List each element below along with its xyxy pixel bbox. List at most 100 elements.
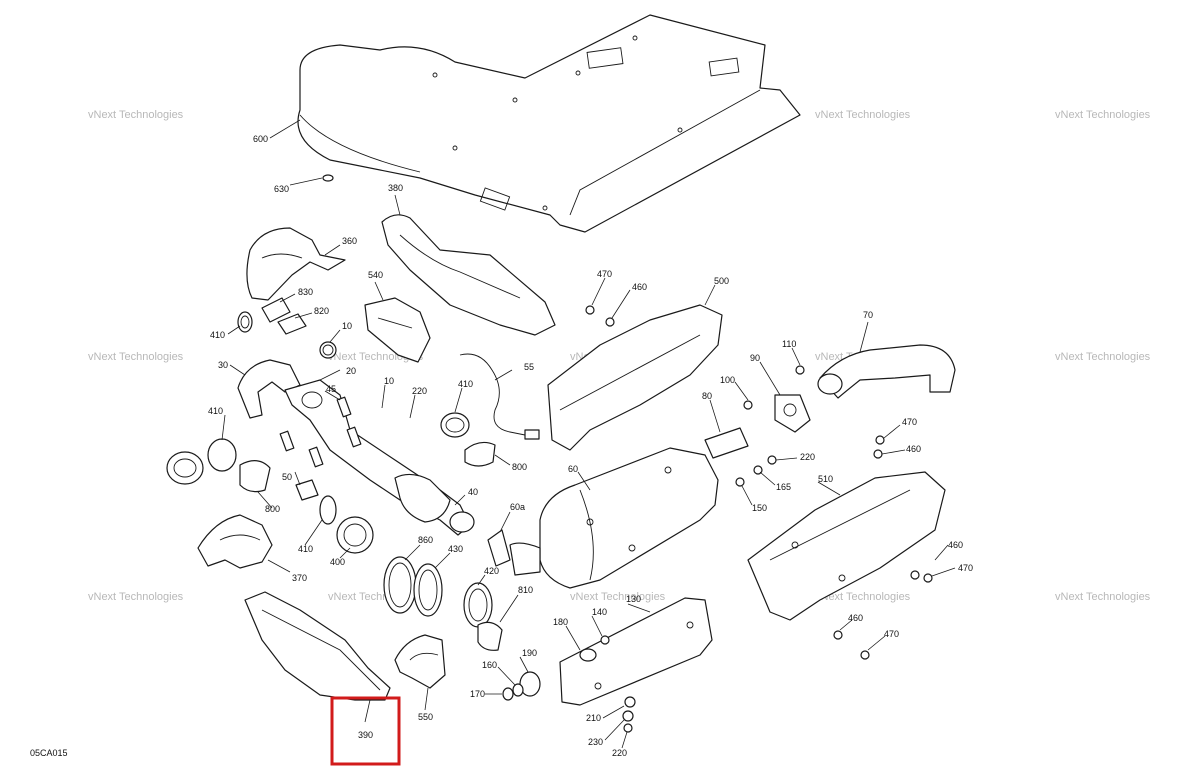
heat-shield-600[interactable] — [297, 14, 801, 233]
callout-160: 160 — [482, 660, 497, 670]
callout-800: 800 — [512, 462, 527, 472]
pad-810[interactable] — [477, 621, 503, 651]
pipe-80[interactable] — [704, 427, 749, 459]
callout-150: 150 — [752, 503, 767, 513]
bolt-470[interactable] — [860, 650, 870, 660]
callout-390: 390 — [358, 730, 373, 740]
callout-410: 410 — [210, 330, 225, 340]
bolt-100[interactable] — [743, 400, 753, 410]
bolt-150[interactable] — [735, 477, 745, 487]
spring-45[interactable] — [336, 396, 352, 418]
callout-510: 510 — [818, 474, 833, 484]
highlight-box-390[interactable] — [330, 696, 401, 766]
bolt-110[interactable] — [795, 365, 805, 375]
callout-820: 820 — [314, 306, 329, 316]
callout-370: 370 — [292, 573, 307, 583]
callout-460: 460 — [906, 444, 921, 454]
watermark-text: vNext Technologies — [570, 591, 666, 603]
heat-shield-390[interactable] — [244, 591, 391, 701]
callout-210: 210 — [586, 713, 601, 723]
gasket-10[interactable] — [319, 341, 337, 359]
callout-30: 30 — [218, 360, 228, 370]
spring-50c[interactable] — [346, 426, 362, 448]
callout-70: 70 — [863, 310, 873, 320]
clamp-420[interactable] — [463, 582, 493, 628]
washer-460[interactable] — [605, 317, 615, 327]
callout-630: 630 — [274, 184, 289, 194]
watermark-text: vNext Technologies — [88, 109, 184, 121]
small-part-near-50[interactable] — [295, 479, 319, 501]
pipe-60a[interactable] — [487, 529, 541, 576]
callout-labels: 600 630 380 360 540 830 820 410 10 30 20… — [208, 134, 973, 758]
callout-60a: 60a — [510, 502, 525, 512]
washer-460[interactable] — [833, 630, 843, 640]
nut-220[interactable] — [767, 455, 777, 465]
callout-800: 800 — [265, 504, 280, 514]
exhaust-manifold-40[interactable] — [284, 379, 475, 536]
muffler-60[interactable] — [539, 447, 719, 589]
heat-shield-380[interactable] — [381, 214, 556, 336]
callout-810: 810 — [518, 585, 533, 595]
callout-410: 410 — [208, 406, 223, 416]
washer-460[interactable] — [910, 570, 920, 580]
nut-220[interactable] — [623, 723, 633, 733]
watermark-text: vNext Technologies — [88, 351, 184, 363]
callout-860: 860 — [418, 535, 433, 545]
bushing-180[interactable] — [579, 648, 597, 662]
clamp-430[interactable] — [413, 563, 443, 617]
callout-10: 10 — [342, 321, 352, 331]
flange-90[interactable] — [774, 394, 811, 433]
leader-lines — [221, 119, 956, 749]
diagram-code: 05CA015 — [30, 748, 68, 758]
washer-230[interactable] — [622, 710, 634, 722]
ring-860[interactable] — [383, 556, 417, 614]
callout-360: 360 — [342, 236, 357, 246]
tail-pipe-70[interactable] — [817, 344, 956, 399]
clamp-410[interactable] — [440, 412, 470, 438]
clamp-410[interactable] — [166, 438, 237, 485]
callout-220: 220 — [612, 748, 627, 758]
heat-shield-500[interactable] — [547, 304, 723, 451]
bolt-210[interactable] — [624, 696, 636, 708]
bracket-820[interactable] — [277, 313, 307, 335]
fastener-630[interactable] — [322, 174, 334, 182]
heat-shield-550[interactable] — [394, 634, 446, 689]
heat-shield-360[interactable] — [246, 227, 346, 301]
callout-165: 165 — [776, 482, 791, 492]
callout-10: 10 — [384, 376, 394, 386]
callout-90: 90 — [750, 353, 760, 363]
bracket-830[interactable] — [261, 297, 291, 323]
clamp-410[interactable] — [319, 495, 337, 525]
washer-460[interactable] — [873, 449, 883, 459]
callout-460: 460 — [948, 540, 963, 550]
bolt-470[interactable] — [875, 435, 885, 445]
spring-50b[interactable] — [308, 446, 324, 468]
callout-460: 460 — [848, 613, 863, 623]
callout-430: 430 — [448, 544, 463, 554]
watermark-text: vNext Technologies — [1055, 591, 1151, 603]
callout-410: 410 — [458, 379, 473, 389]
pad-800[interactable] — [239, 460, 271, 493]
callout-470: 470 — [884, 629, 899, 639]
bolt-140[interactable] — [600, 635, 610, 645]
sensor-55[interactable] — [459, 353, 540, 440]
bracket-130[interactable] — [559, 597, 713, 706]
callout-40: 40 — [468, 487, 478, 497]
clamp-410[interactable] — [237, 311, 253, 333]
pipe-30[interactable] — [237, 359, 301, 419]
bolt-470[interactable] — [585, 305, 595, 315]
washer-160[interactable] — [512, 683, 524, 697]
bolt-470[interactable] — [923, 573, 933, 583]
pad-800[interactable] — [464, 441, 496, 467]
nut-170[interactable] — [502, 687, 514, 701]
spring-50a[interactable] — [279, 430, 295, 452]
callout-80: 80 — [702, 391, 712, 401]
heat-shield-540[interactable] — [364, 297, 431, 363]
clamp-400[interactable] — [336, 516, 374, 554]
watermark-text: vNext Technologies — [1055, 109, 1151, 121]
heat-shield-510[interactable] — [747, 471, 946, 621]
callout-380: 380 — [388, 183, 403, 193]
callout-420: 420 — [484, 566, 499, 576]
pipe-370[interactable] — [197, 514, 273, 569]
